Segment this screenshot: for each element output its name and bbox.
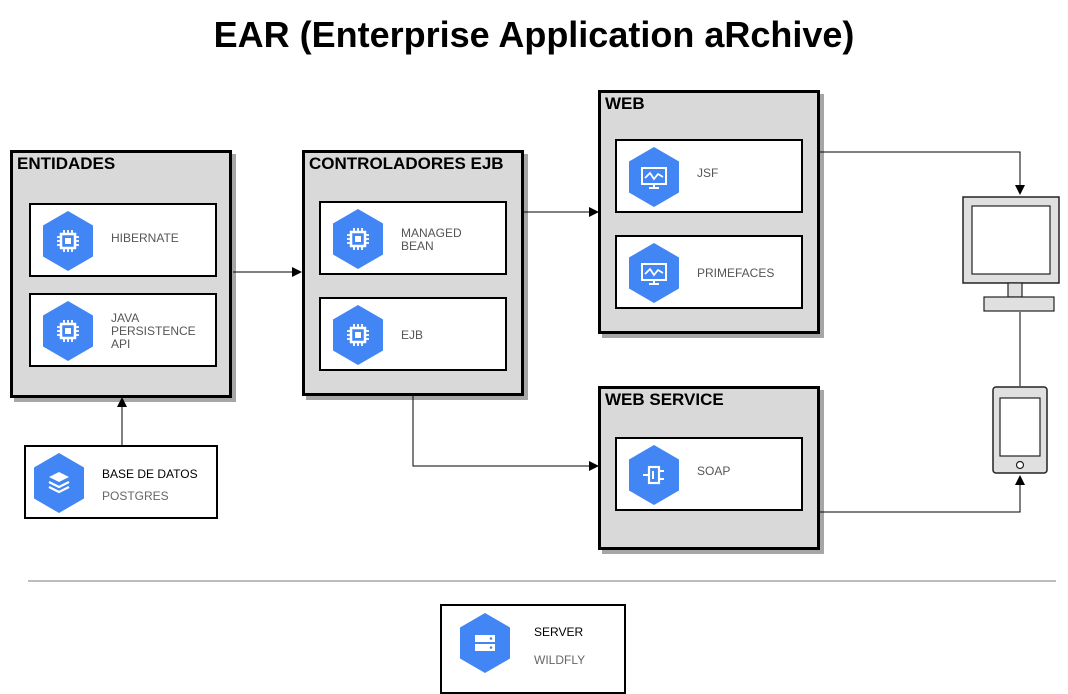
sublabel-database: POSTGRES: [102, 489, 169, 503]
diagram-title: EAR (Enterprise Application aRchive): [213, 14, 855, 55]
arrow-controladores-to-webservice: [412, 396, 599, 471]
card-ejb: EJB: [319, 297, 507, 371]
chip-icon: [331, 304, 385, 366]
arrow-web-to-desktop: [820, 151, 1025, 195]
label-hibernate: HIBERNATE: [111, 231, 179, 245]
card-managed-bean: MANAGED BEAN: [319, 201, 507, 275]
card-hibernate: HIBERNATE: [29, 203, 217, 277]
chip-icon: [41, 210, 95, 272]
group-webservice: WEB SERVICE SOAP: [598, 386, 820, 550]
group-entidades: ENTIDADES HIBERNATE JAVA PERSISTENCE API: [10, 150, 232, 398]
label-server: SERVER: [534, 625, 584, 639]
label-database: BASE DE DATOS: [102, 467, 198, 481]
label-managed-bean: MANAGED BEAN: [401, 226, 462, 253]
label-jsf: JSF: [697, 166, 719, 180]
tablet-icon: [992, 386, 1050, 481]
group-label-controladores: CONTROLADORES EJB: [309, 154, 504, 173]
group-web: WEB JSF PRIMEFACES: [598, 90, 820, 334]
desktop-monitor-icon: [962, 196, 1062, 319]
connectors: [117, 151, 1025, 513]
card-server: SERVER WILDFLY: [440, 604, 626, 694]
card-soap: SOAP: [615, 437, 803, 511]
divider-line: [28, 580, 1056, 582]
group-label-entidades: ENTIDADES: [17, 154, 116, 173]
monitor-chart-icon: [627, 242, 681, 304]
card-jsf: JSF: [615, 139, 803, 213]
label-ejb: EJB: [401, 328, 424, 342]
arrow-webservice-to-tablet: [820, 475, 1025, 513]
sublabel-server: WILDFLY: [534, 653, 586, 667]
label-jpa: JAVA PERSISTENCE API: [111, 311, 196, 351]
card-jpa: JAVA PERSISTENCE API: [29, 293, 217, 367]
chip-icon: [41, 300, 95, 362]
chip-icon: [331, 208, 385, 270]
card-database: BASE DE DATOS POSTGRES: [24, 445, 218, 519]
server-icon: [458, 612, 512, 674]
group-label-webservice: WEB SERVICE: [605, 390, 724, 409]
card-primefaces: PRIMEFACES: [615, 235, 803, 309]
monitor-chart-icon: [627, 146, 681, 208]
database-layers-icon: [32, 452, 86, 514]
label-soap: SOAP: [697, 464, 731, 478]
group-label-web: WEB: [605, 94, 645, 113]
endpoint-icon: [627, 444, 681, 506]
label-primefaces: PRIMEFACES: [697, 266, 775, 280]
group-controladores: CONTROLADORES EJB MANAGED BEAN EJB: [302, 150, 524, 396]
